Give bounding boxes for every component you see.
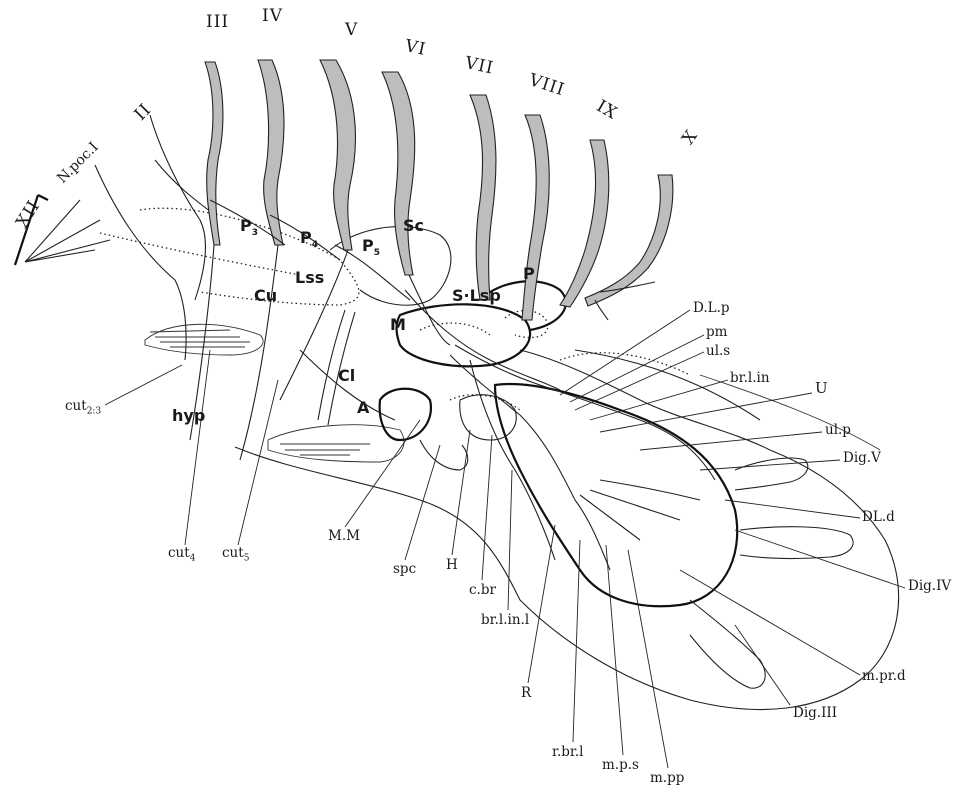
nerve-v bbox=[320, 60, 355, 250]
leader-uls bbox=[575, 352, 704, 410]
nerve-iii bbox=[205, 62, 223, 245]
leader-dlp bbox=[560, 310, 690, 395]
leader-digiv bbox=[735, 530, 905, 588]
leader-ulp bbox=[640, 432, 822, 450]
leader-digiii bbox=[735, 625, 790, 705]
label-n-iii: III bbox=[206, 14, 229, 31]
label-cu: Cu bbox=[254, 288, 277, 304]
label-uls: ul.s bbox=[706, 345, 730, 359]
label-hyp: hyp bbox=[172, 408, 205, 424]
label-digiii: Dig.III bbox=[793, 707, 837, 721]
leader-cut23 bbox=[105, 365, 182, 405]
label-p4: P4 bbox=[300, 230, 318, 250]
leader-cbr bbox=[482, 435, 492, 580]
label-cbr: c.br bbox=[469, 584, 496, 598]
nerve-viii bbox=[522, 115, 549, 320]
nerve-npoc bbox=[95, 165, 186, 360]
stipple-hatch bbox=[150, 330, 250, 347]
spc-structure bbox=[420, 440, 468, 470]
leader-r bbox=[528, 525, 555, 683]
label-digv: Dig.V bbox=[843, 452, 881, 466]
label-n-v: V bbox=[345, 22, 358, 39]
s-lsp-dotted bbox=[420, 323, 490, 335]
digit-branches bbox=[575, 480, 700, 570]
leader-cut4 bbox=[185, 350, 210, 545]
label-h: H bbox=[446, 559, 458, 573]
label-s-lsp: S·Lsp bbox=[452, 288, 501, 304]
label-brlinl: br.l.in.l bbox=[481, 614, 529, 628]
nerve-iv bbox=[258, 60, 284, 245]
hand-outline bbox=[495, 384, 737, 606]
m-loop bbox=[397, 304, 530, 366]
leader-spc bbox=[405, 445, 440, 560]
label-m: M bbox=[390, 317, 406, 333]
label-n-iv: IV bbox=[262, 8, 283, 25]
nerve-ix bbox=[560, 140, 609, 307]
label-p3: P3 bbox=[240, 218, 258, 238]
label-p: P bbox=[523, 266, 535, 282]
leader-cut5 bbox=[238, 380, 278, 545]
nerve-vi bbox=[382, 72, 415, 275]
label-pm: pm bbox=[706, 326, 727, 340]
leader-h bbox=[452, 430, 470, 555]
label-brlin: br.l.in bbox=[730, 372, 770, 386]
nerve-ii-branch bbox=[155, 160, 215, 215]
label-cut4: cut4 bbox=[168, 547, 195, 564]
leader-brlinl bbox=[508, 470, 512, 610]
label-spc: spc bbox=[393, 563, 416, 577]
label-mpp: m.pp bbox=[650, 772, 684, 786]
label-mm: M.M bbox=[328, 530, 360, 544]
leader-dld bbox=[725, 500, 860, 518]
label-rbrl: r.br.l bbox=[552, 746, 583, 760]
leader-mm bbox=[345, 420, 420, 527]
ulnar-dotted bbox=[560, 353, 690, 375]
leader-u bbox=[600, 393, 812, 432]
coracoid-hatch bbox=[280, 444, 370, 455]
label-n-vi: VI bbox=[403, 38, 427, 59]
label-r: R bbox=[521, 687, 531, 701]
label-dld: DL.d bbox=[862, 511, 895, 525]
label-ulp: ul.p bbox=[825, 424, 851, 438]
leader-mpp bbox=[628, 550, 668, 768]
radial-nerve bbox=[470, 360, 555, 560]
leader-mps bbox=[606, 545, 623, 755]
nerve-iv-trunk bbox=[240, 245, 278, 460]
limb-outline-upper bbox=[700, 375, 880, 450]
label-dlp: D.L.p bbox=[693, 302, 730, 316]
cu-band bbox=[100, 233, 300, 275]
nerve-vii bbox=[470, 95, 496, 300]
label-p5: P5 bbox=[362, 238, 380, 258]
label-cl: Cl bbox=[338, 368, 355, 384]
nerve-ii bbox=[150, 115, 205, 300]
label-sc: Sc bbox=[403, 218, 424, 234]
label-digiv: Dig.IV bbox=[908, 580, 951, 594]
label-mps: m.p.s bbox=[602, 759, 639, 773]
label-cut23: cut2:3 bbox=[65, 400, 101, 417]
leader-rbrl bbox=[573, 540, 580, 742]
nerve-x-branch2 bbox=[595, 300, 608, 320]
a-loop bbox=[380, 389, 431, 440]
coracoid-plate bbox=[268, 425, 404, 462]
leader-mprd bbox=[680, 570, 860, 675]
label-u: U bbox=[815, 381, 828, 396]
label-lss: Lss bbox=[295, 270, 324, 286]
digit-iv bbox=[740, 527, 853, 559]
label-mprd: m.pr.d bbox=[862, 670, 906, 684]
label-cut5: cut5 bbox=[222, 547, 249, 564]
label-a: A bbox=[357, 400, 369, 416]
leader-digv bbox=[700, 460, 840, 470]
main-trunk-b bbox=[450, 355, 575, 500]
